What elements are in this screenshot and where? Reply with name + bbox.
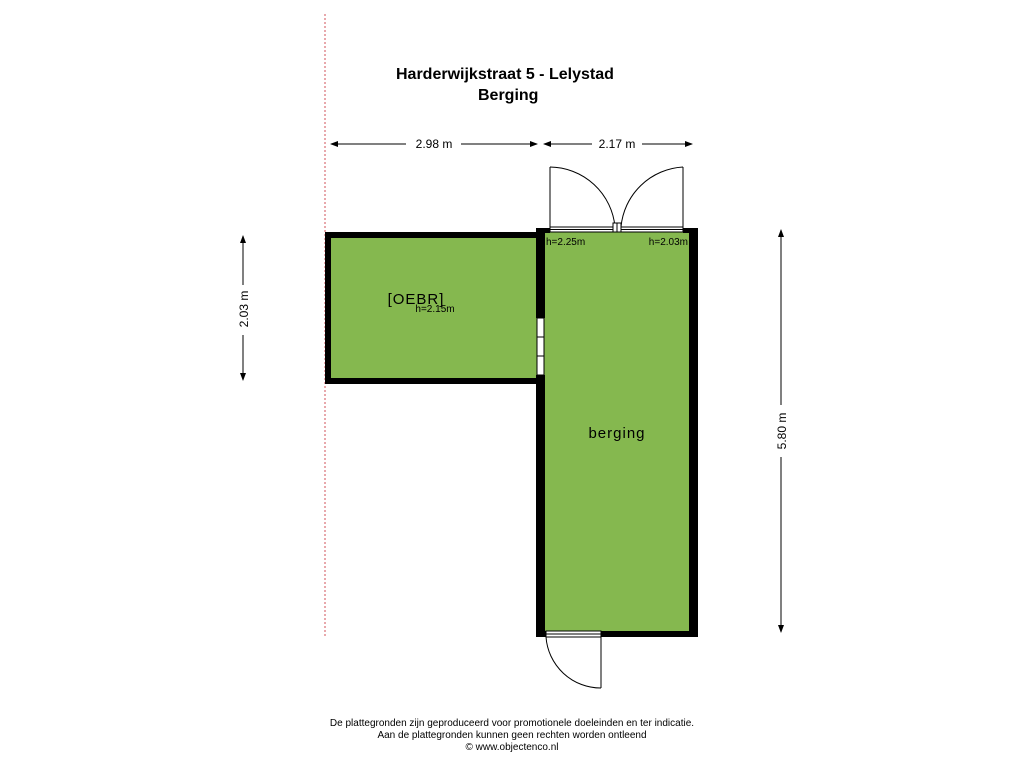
door-bottom	[545, 630, 602, 689]
dimension-height-right: 5.80 m	[775, 413, 789, 450]
dimension-height-left: 2.03 m	[237, 291, 251, 328]
double-door-top	[549, 166, 684, 233]
disclaimer-footer: De plattegronden zijn geproduceerd voor …	[0, 718, 1024, 754]
dimension-width-right: 2.17 m	[599, 137, 636, 151]
disclaimer-line-2: Aan de plattegronden kunnen geen rechten…	[377, 730, 647, 741]
room-height-berging-left: h=2.25m	[546, 237, 585, 248]
copyright-line: © www.objectenco.nl	[465, 742, 559, 753]
internal-opening	[536, 317, 545, 376]
room-berging-floor	[540, 232, 693, 632]
room-height-oebr: h=2.15m	[415, 304, 454, 315]
room-oebr-floor	[330, 236, 540, 380]
dimension-width-left: 2.98 m	[416, 137, 453, 151]
room-label-oebr: [OEBR]	[388, 291, 445, 308]
disclaimer-line-1: De plattegronden zijn geproduceerd voor …	[329, 718, 695, 729]
address-title: Harderwijkstraat 5 - Lelystad	[396, 66, 614, 83]
room-label-berging: berging	[588, 425, 645, 442]
floor-title: Berging	[478, 87, 539, 104]
room-height-berging-right: h=2.03m	[649, 237, 688, 248]
walls	[325, 228, 698, 637]
